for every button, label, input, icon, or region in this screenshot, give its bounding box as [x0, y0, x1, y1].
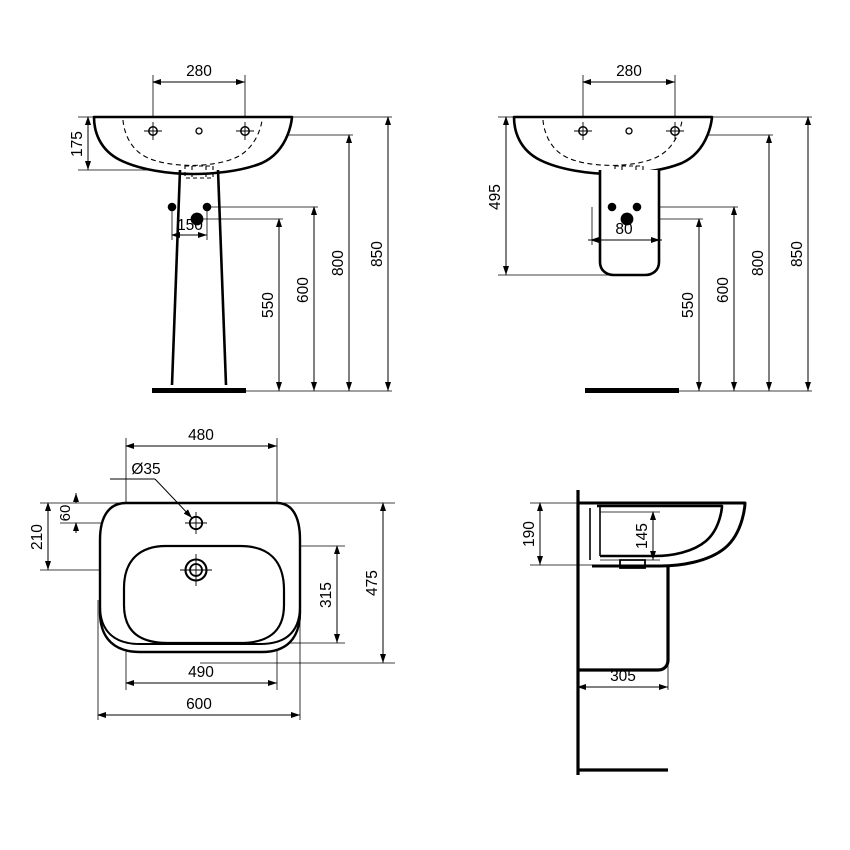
- tap-hole-right-tr: [666, 122, 684, 140]
- pedestal-tl: [152, 169, 246, 393]
- dimension-label-600-tr: 600: [715, 277, 732, 303]
- dimension-label-490: 490: [188, 664, 214, 681]
- dimension-plan-315: 315: [318, 545, 340, 643]
- tap-hole-plan: [185, 512, 207, 534]
- overflow-hole-tl: [195, 127, 203, 135]
- dimension-label-280-tr: 280: [616, 63, 642, 80]
- dimension-label-850-tl: 850: [369, 241, 386, 267]
- trap-detail-tl: [184, 165, 214, 179]
- bracket-profile-side: [578, 566, 670, 772]
- dimension-label-800-tr: 800: [750, 250, 767, 276]
- dimension-plan-475: 475: [364, 502, 386, 663]
- dimension-tl-150: 150: [171, 217, 207, 238]
- view-front-elevation-semi-pedestal: 280 495 80 550 600 800: [487, 63, 812, 393]
- dimension-tl-175: 175: [69, 116, 91, 170]
- dimension-tr-495: 495: [487, 116, 509, 275]
- dimension-tr-550: 550: [680, 218, 702, 391]
- dimension-label-280-tl: 280: [186, 63, 212, 80]
- dimension-tr-280: 280: [582, 63, 675, 85]
- dimension-label-d35: Ø35: [131, 461, 160, 478]
- dimension-side-145: 145: [634, 511, 656, 560]
- dimension-label-600-tl: 600: [295, 277, 312, 303]
- dimension-plan-600: 600: [97, 696, 300, 718]
- dimension-tl-600: 600: [295, 206, 317, 391]
- dimension-label-150-tl: 150: [177, 217, 203, 234]
- dimension-tr-850: 850: [789, 116, 811, 391]
- bowl-plan-outline: [122, 544, 286, 645]
- dimension-tl-800: 800: [330, 134, 352, 391]
- connection-points-tr: [607, 202, 642, 226]
- dimension-tl-280: 280: [152, 63, 245, 85]
- tap-hole-right-tl: [236, 122, 254, 140]
- overflow-hole-tr: [625, 127, 633, 135]
- floor-slab-tr: [585, 388, 679, 393]
- dimension-label-550-tl: 550: [260, 292, 277, 318]
- dimension-label-175-tl: 175: [69, 131, 86, 157]
- dimension-label-190: 190: [521, 521, 538, 547]
- dimension-label-850-tr: 850: [789, 241, 806, 267]
- dimension-label-60: 60: [57, 505, 74, 522]
- dimension-side-305: 305: [577, 668, 668, 690]
- dimension-tr-600: 600: [715, 206, 737, 391]
- dimension-tr-80: 80: [588, 221, 662, 243]
- dimension-label-80-tr: 80: [615, 221, 633, 238]
- dimension-side-190: 190: [521, 502, 543, 565]
- dimension-plan-490: 490: [125, 664, 277, 686]
- dimension-label-145: 145: [634, 523, 651, 549]
- dimension-label-480: 480: [188, 427, 214, 444]
- view-front-elevation-full-pedestal: 280 175 150 550 600 800 85: [69, 63, 392, 393]
- dimension-label-210: 210: [29, 524, 46, 550]
- dimension-label-495-tr: 495: [487, 184, 504, 210]
- dimension-tl-850: 850: [369, 116, 391, 391]
- dimension-plan-60: 60: [57, 493, 79, 533]
- dimension-label-475: 475: [364, 570, 381, 596]
- dimension-tr-800: 800: [750, 134, 772, 391]
- dimension-label-305: 305: [610, 668, 636, 685]
- view-side-elevation: 190 145 305: [521, 490, 747, 775]
- dimension-tl-550: 550: [260, 218, 282, 391]
- connection-points-tl: [167, 202, 212, 226]
- basin-profile-side: [578, 501, 747, 569]
- dimension-plan-480: 480: [125, 427, 277, 449]
- dimension-plan-diameter35: Ø35: [110, 461, 193, 519]
- tap-hole-left-tl: [144, 122, 162, 140]
- dimension-label-550-tr: 550: [680, 292, 697, 318]
- dimension-label-600-plan: 600: [186, 696, 212, 713]
- view-plan: 480 Ø35 60 210 315 475: [29, 427, 395, 720]
- tap-hole-left-tr: [574, 122, 592, 140]
- dimension-label-315: 315: [318, 582, 335, 608]
- dimension-label-800-tl: 800: [330, 250, 347, 276]
- dimension-plan-210: 210: [29, 502, 51, 570]
- waste-outlet-plan: [180, 554, 212, 586]
